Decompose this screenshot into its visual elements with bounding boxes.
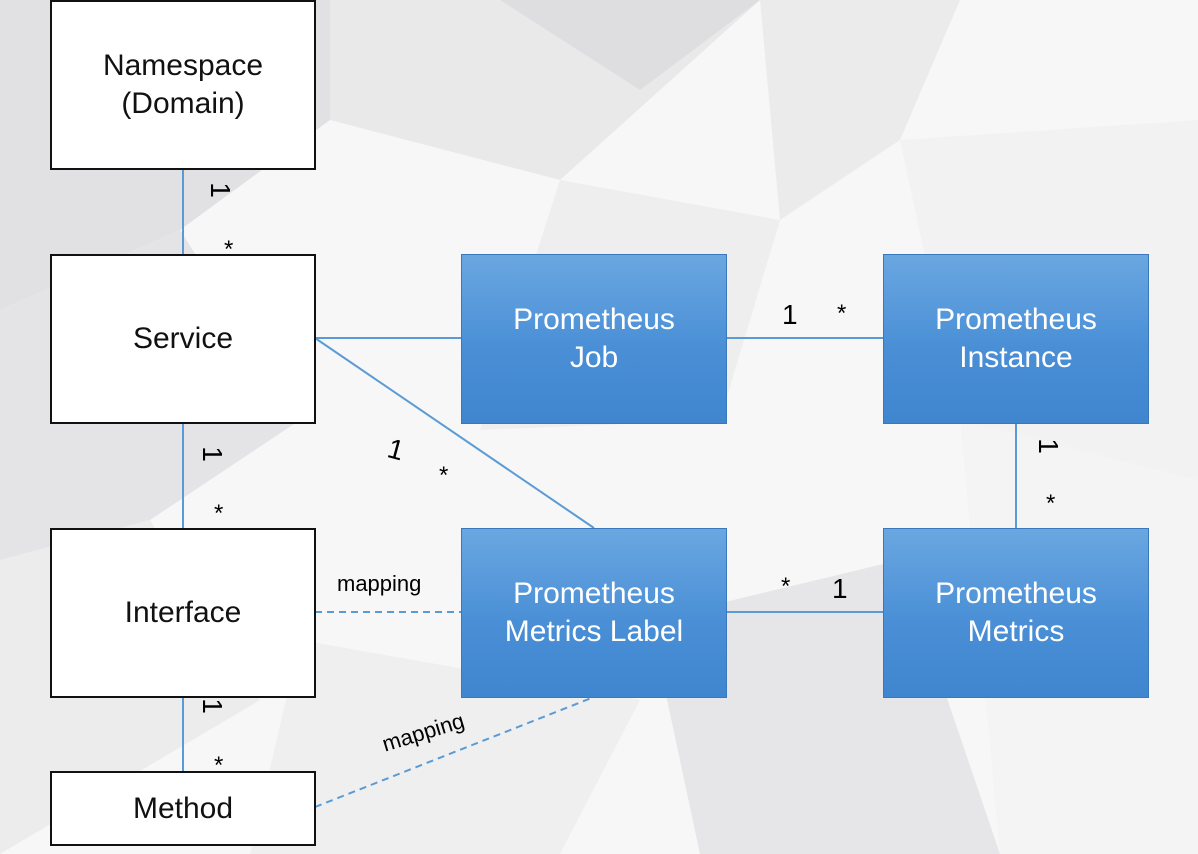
mult-interface-method-star: * [214, 752, 224, 779]
edge-service-metrics-label [314, 337, 595, 529]
edge-method-mapping [314, 696, 595, 808]
mult-service-interface-1: 1 [196, 446, 228, 462]
prometheus-metrics-label-box[interactable]: Prometheus Metrics Label [461, 528, 727, 698]
metrics-line-2: Metrics [967, 615, 1065, 648]
metrics-line-1: Prometheus [935, 577, 1097, 610]
interface-mapping-label: mapping [337, 571, 422, 596]
job-line-1: Prometheus [513, 303, 675, 336]
interface-label: Interface [124, 596, 242, 629]
mult-job-instance-1: 1 [782, 299, 798, 330]
service-label: Service [132, 322, 234, 355]
mult-metrics-label-metrics-star: * [781, 573, 791, 600]
mult-metrics-label-metrics-1: 1 [832, 573, 848, 604]
namespace-line-2: (Domain) [121, 87, 245, 120]
interface-box[interactable]: Interface [50, 528, 316, 698]
mult-service-interface-star: * [214, 500, 224, 527]
metrics-label-line-2: Metrics Label [504, 615, 684, 648]
prometheus-instance-box[interactable]: Prometheus Instance [883, 254, 1149, 424]
mult-namespace-service-1: 1 [204, 182, 236, 198]
mult-instance-metrics-star: * [1046, 490, 1056, 517]
mult-instance-metrics-1: 1 [1032, 438, 1064, 454]
method-label: Method [132, 791, 234, 825]
job-line-2: Job [569, 341, 619, 374]
prometheus-job-box[interactable]: Prometheus Job [461, 254, 727, 424]
instance-line-2: Instance [959, 341, 1073, 374]
mult-namespace-service-star: * [224, 236, 234, 263]
prometheus-metrics-box[interactable]: Prometheus Metrics [883, 528, 1149, 698]
instance-line-1: Prometheus [935, 303, 1097, 336]
mult-interface-method-1: 1 [196, 698, 228, 714]
mult-service-metrics-label-star: * [439, 462, 449, 489]
method-box[interactable]: Method [50, 771, 316, 846]
namespace-box[interactable]: Namespace (Domain) [50, 0, 316, 170]
mult-job-instance-star: * [837, 300, 847, 327]
service-box[interactable]: Service [50, 254, 316, 424]
metrics-label-line-1: Prometheus [513, 577, 675, 610]
namespace-line-1: Namespace [102, 49, 264, 82]
